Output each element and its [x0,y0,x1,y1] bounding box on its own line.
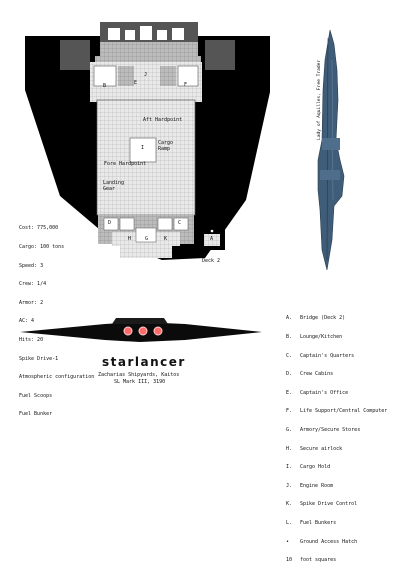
legend-text: foot squares [300,557,337,564]
room-letter-d: D [108,220,112,226]
legend-item: C. Captain's Quarters [286,353,387,359]
brand-shipyard: Zacharias Shipyards, Kaitos [98,372,180,378]
legend-item: B. Lounge/Kitchen [286,334,387,340]
label-aft-hardpoint: Aft Hardpoint [143,117,183,123]
room-letter-c: C [178,220,182,226]
stat-fuel-bunker: Fuel Bunker [19,411,53,418]
legend-item: D. Crew Cabins [286,371,387,377]
brand-wordmark: starlancer [102,355,186,369]
room-letter-i: I [141,145,145,151]
legend-key: C. [286,352,293,359]
legend-key: A. [286,315,293,322]
ship-stats: Cost: 775,000 Cargo: 100 tons Speed: 3 C… [19,213,94,424]
room-letter-a: A [210,236,214,242]
legend-key: F. [286,408,293,415]
legend-key: G. [286,426,293,433]
legend-key: J. [286,482,293,489]
legend-text: Ground Access Hatch [300,538,358,545]
legend-text: Armory/Secure Stores [300,426,361,433]
stat-ac: AC: 4 [19,318,35,325]
legend-key: I. [286,464,293,471]
hatch-icon: • [286,538,290,545]
room-letter-g: G [145,236,149,242]
legend-text: Fuel Bunkers [300,519,337,526]
legend-item: I. Cargo Hold [286,464,387,470]
legend-item: A. Bridge (Deck 2) [286,315,387,321]
stat-atmospheric: Atmospheric configuration [19,374,95,381]
legend-key: H. [286,445,293,452]
deck-plan-drawing [20,22,345,342]
legend-item: H. Secure airlock [286,446,387,452]
room-letter-k: K [164,236,168,242]
stat-speed: Speed: 3 [19,262,44,269]
legend-text: Secure airlock [300,445,343,452]
legend-key: B. [286,334,293,340]
legend-item: J. Engine Room [286,483,387,489]
stat-hits: Hits: 20 [19,336,44,343]
legend-item: K. Spike Drive Control [286,501,387,507]
room-letter-e: E [134,80,138,86]
stat-spike-drive: Spike Drive-1 [19,355,59,362]
legend-text: Cargo Hold [300,464,331,471]
legend-key: K. [286,501,293,508]
engine-glow-center [138,326,148,336]
legend-text: Bridge (Deck 2) [300,315,346,322]
legend-key: 10 [286,557,293,564]
stat-fuel-scoops: Fuel Scoops [19,392,53,399]
room-letter-j: J [144,72,148,78]
stat-cost: Cost: 775,000 [19,225,59,232]
legend-text: Lounge/Kitchen [300,334,343,340]
stat-armor: Armor: 2 [19,299,44,306]
room-letter-b: B [103,83,107,89]
deck2-caption: Deck 2 [202,258,221,264]
side-view-caption: Lady of Aquilles, Free Trader [317,59,322,140]
legend-item: L. Fuel Bunkers [286,520,387,526]
label-cargo-ramp: Cargo Ramp [158,140,174,153]
legend-item: • Ground Access Hatch [286,539,387,545]
legend-text: Crew Cabins [300,371,334,378]
legend-item: G. Armory/Secure Stores [286,427,387,433]
legend-text: Life Support/Central Computer [300,408,388,415]
engine-glow-left [123,326,133,336]
stat-crew: Crew: 1/4 [19,281,47,288]
legend-key: E. [286,389,293,396]
room-legend: A. Bridge (Deck 2) B. Lounge/Kitchen C. Cap… [286,303,387,570]
room-letter-h: H [128,236,132,242]
label-landing-gear: Landing Gear [103,180,125,193]
legend-text: Spike Drive Control [300,501,358,508]
legend-item: 10 foot squares [286,557,387,563]
legend-item: E. Captain's Office [286,390,387,396]
label-fore-hardpoint: Fore Hardpoint [104,161,147,167]
brand-model: SL Mark III, 3190 [114,379,166,385]
legend-item: F. Life Support/Central Computer [286,408,387,414]
room-letter-f: F [184,82,188,88]
legend-text: Engine Room [300,482,334,489]
engine-glow-right [153,326,163,336]
legend-key: D. [286,371,293,378]
legend-key: L. [286,519,293,526]
legend-text: Captain's Quarters [300,352,355,359]
stat-cargo: Cargo: 100 tons [19,244,65,250]
legend-text: Captain's Office [300,389,349,396]
